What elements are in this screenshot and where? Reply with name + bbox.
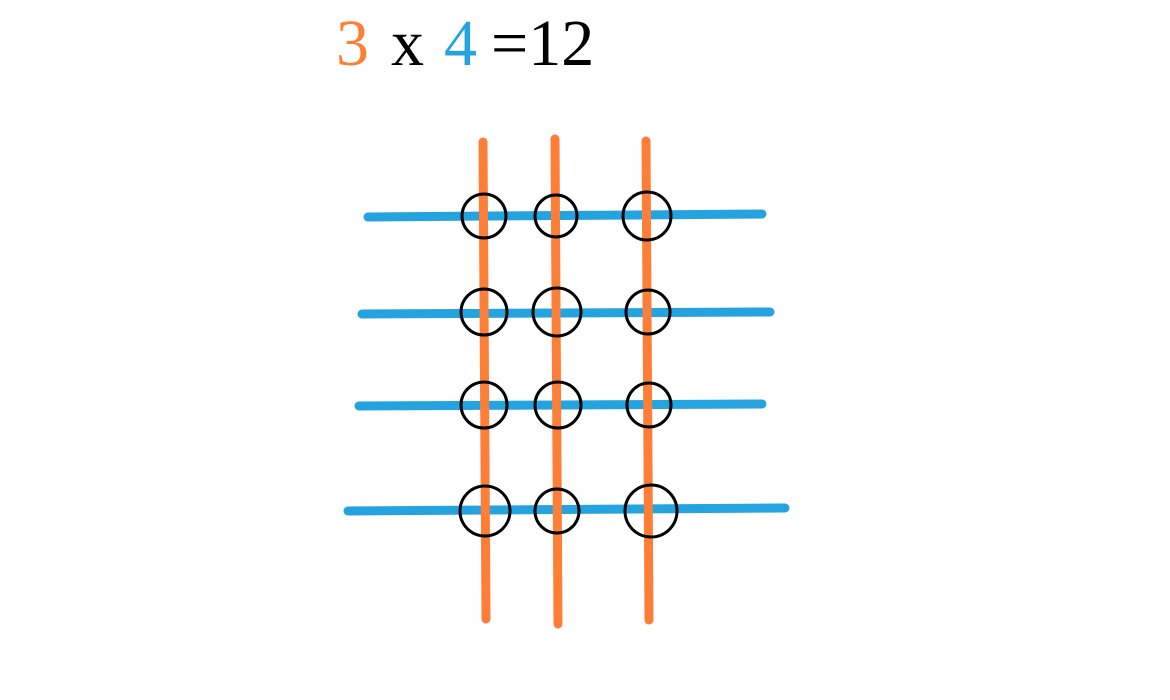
horizontal-line-1	[363, 209, 767, 222]
equation-equals-sign: =	[491, 7, 529, 80]
equation-factor-3: 3	[336, 7, 369, 80]
intersection-circle-r1-c1	[460, 192, 508, 240]
intersection-circle-r1-c3	[621, 190, 673, 242]
intersection-circle-r3-c3	[625, 381, 673, 429]
equation-factor-4: 4	[444, 7, 477, 80]
horizontal-lines	[343, 209, 790, 516]
horizontal-line-4	[343, 503, 790, 516]
intersection-circle-r4-c2	[533, 487, 581, 535]
equation-product: 12	[528, 7, 595, 80]
vertical-line-3	[641, 136, 654, 625]
intersection-circle-r3-c1	[459, 380, 509, 430]
intersection-circle-r4-c1	[458, 484, 512, 538]
intersection-circle-r2-c2	[531, 286, 583, 338]
intersection-circle-r4-c3	[623, 483, 679, 539]
horizontal-line-2	[357, 307, 775, 319]
intersection-circle-r3-c2	[533, 380, 583, 430]
equation-times-sign: x	[391, 7, 424, 80]
intersection-circle-r2-c3	[624, 288, 672, 336]
vertical-line-1	[478, 137, 491, 624]
intersection-circles	[458, 190, 679, 539]
intersection-circle-r2-c1	[459, 287, 509, 337]
intersection-circle-r1-c2	[533, 193, 579, 239]
